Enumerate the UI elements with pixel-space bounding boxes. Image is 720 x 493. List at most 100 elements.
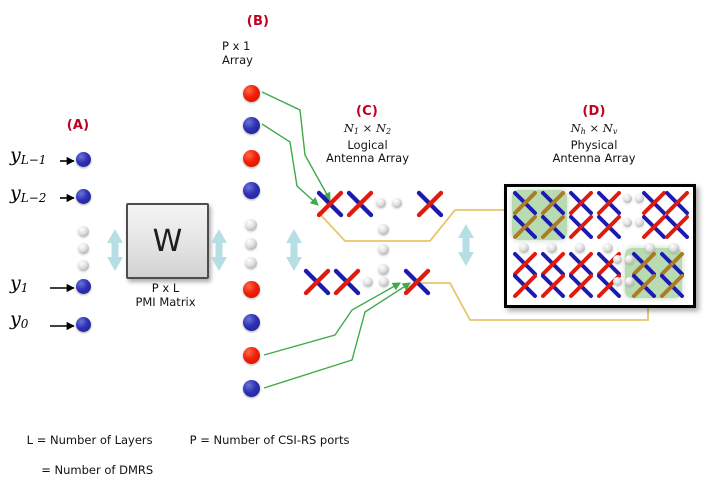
logical-array-n2: N [375,121,387,135]
logical-antenna-row-top [316,190,444,218]
cross-pol-antenna-icon [665,215,689,239]
flow-arrow-icon-1 [107,229,123,271]
layer-input-arrows [50,156,75,331]
layer-label-y-l-1: yL−1 [10,144,46,167]
logical-col-ellipsis-dot-3 [378,264,389,275]
cross-pol-antenna-icon [569,252,593,276]
layer-dot-y-l-2 [76,189,91,204]
layer-label-y-1: y1 [10,272,28,295]
legend-left-line1: L = Number of Layers [26,433,153,447]
port-dot-4 [243,182,260,199]
layer-label-sub: 1 [20,281,29,295]
port-array-caption-line2: Array [222,52,253,67]
logical-array-dims: N1 × N2 [343,121,392,136]
logical-row2-ellipsis-dot-2 [379,277,389,287]
physical-row-gap-dot-1 [519,243,529,253]
layer-dot-y-0 [76,317,91,332]
physical-gap-dot-r2a [623,218,632,227]
physical-array-dims: Nh × Nv [570,121,618,136]
section-label-c: (C) [355,104,379,119]
physical-array-nh: N [570,121,581,135]
logical-col-ellipsis-dot-2 [378,244,389,255]
section-label-a: (A) [66,118,90,133]
connector-green-bottom [263,282,411,389]
physical-row-gap-dot-2 [547,243,557,253]
physical-array-nh-sub: h [580,127,586,136]
cross-pol-antenna-icon [569,274,593,298]
logical-array-n2-sub: 2 [386,127,392,136]
cross-pol-antenna-icon [665,191,689,215]
cross-pol-antenna-icon [541,191,565,215]
flow-arrow-icon-2 [211,229,227,271]
cross-pol-antenna-icon [541,252,565,276]
cross-pol-antenna-icon [513,252,537,276]
layer-ellipsis-dot-2 [78,243,89,254]
connector-orange-bottom [421,282,649,321]
section-label-b: (B) [246,14,270,29]
logical-array-times: × [362,121,373,135]
physical-array-caption-line1: Physical [570,137,618,152]
cross-pol-antenna-icon [597,215,621,239]
logical-row-ellipsis-dot-2 [392,198,402,208]
physical-row-gap-dot-3 [575,243,585,253]
physical-gap-dot-r1b [635,194,644,203]
cross-pol-antenna-icon [660,274,684,298]
port-dot-7 [243,347,260,364]
cross-pol-antenna-icon [541,274,565,298]
physical-gap-dot-r3b [625,255,634,264]
pmi-matrix-box: W [126,203,209,279]
logical-antenna-row-bottom [303,268,431,296]
cross-pol-antenna-icon [660,252,684,276]
pmi-matrix-symbol: W [152,223,183,259]
port-dot-5 [243,281,260,298]
port-ellipsis-dot-2 [245,238,257,250]
cross-pol-antenna-icon [513,274,537,298]
connector-orange-top [317,209,510,242]
cross-pol-antenna-icon [569,215,593,239]
cross-pol-antenna-icon [541,215,565,239]
cross-pol-antenna-icon [346,190,374,218]
legend-right-line1: P = Number of CSI-RS ports [189,433,350,447]
port-ellipsis-dot-1 [245,219,257,231]
logical-array-caption-line1: Logical [347,137,388,152]
flow-arrow-icon-4 [458,224,474,266]
physical-gap-dot-r4a [613,277,622,286]
cross-pol-antenna-icon [513,191,537,215]
legend-left-line2: = Number of DMRS [26,463,154,477]
logical-col-ellipsis-dot-1 [378,224,389,235]
section-label-d: (D) [582,104,606,119]
physical-array-caption-line2: Antenna Array [552,151,636,165]
cross-pol-antenna-icon [513,215,537,239]
physical-array-caption: Nh × Nv Physical Antenna Array [538,121,650,166]
physical-row-gap-dot-6 [669,243,679,253]
physical-array-nv-sub: v [612,127,618,136]
cross-pol-antenna-icon [632,274,656,298]
logical-array-n1: N [343,121,354,135]
pmi-matrix-caption: P x L PMI Matrix [126,281,205,309]
flow-arrow-icon-3 [286,229,302,271]
layer-label-sub: 0 [20,317,29,331]
cross-pol-antenna-icon [333,268,361,296]
physical-gap-dot-r1a [623,194,632,203]
logical-row-ellipsis-dot-1 [376,198,386,208]
port-dot-8 [243,380,260,397]
pmi-matrix-caption-line1: P x L [151,281,180,295]
layer-label-base: y [10,272,21,294]
physical-row-gap-dot-5 [645,243,655,253]
layer-dot-y-1 [76,279,91,294]
physical-row-gap-dot-4 [603,243,613,253]
physical-antenna-grid [513,191,689,298]
layer-label-y-0: y0 [10,308,28,331]
physical-gap-dot-r2b [635,218,644,227]
port-dot-6 [243,314,260,331]
connector-green-top [261,91,331,206]
logical-array-caption-line2: Antenna Array [326,151,409,165]
cross-pol-antenna-icon [569,191,593,215]
layer-label-sub: L−1 [20,153,47,167]
port-ellipsis-dot-3 [245,257,257,269]
port-array-caption-line1: P x 1 [222,39,251,53]
port-dot-2 [243,117,260,134]
cross-pol-antenna-icon [632,252,656,276]
logical-array-n1-sub: 1 [353,127,360,136]
layer-label-y-l-2: yL−2 [10,182,46,205]
